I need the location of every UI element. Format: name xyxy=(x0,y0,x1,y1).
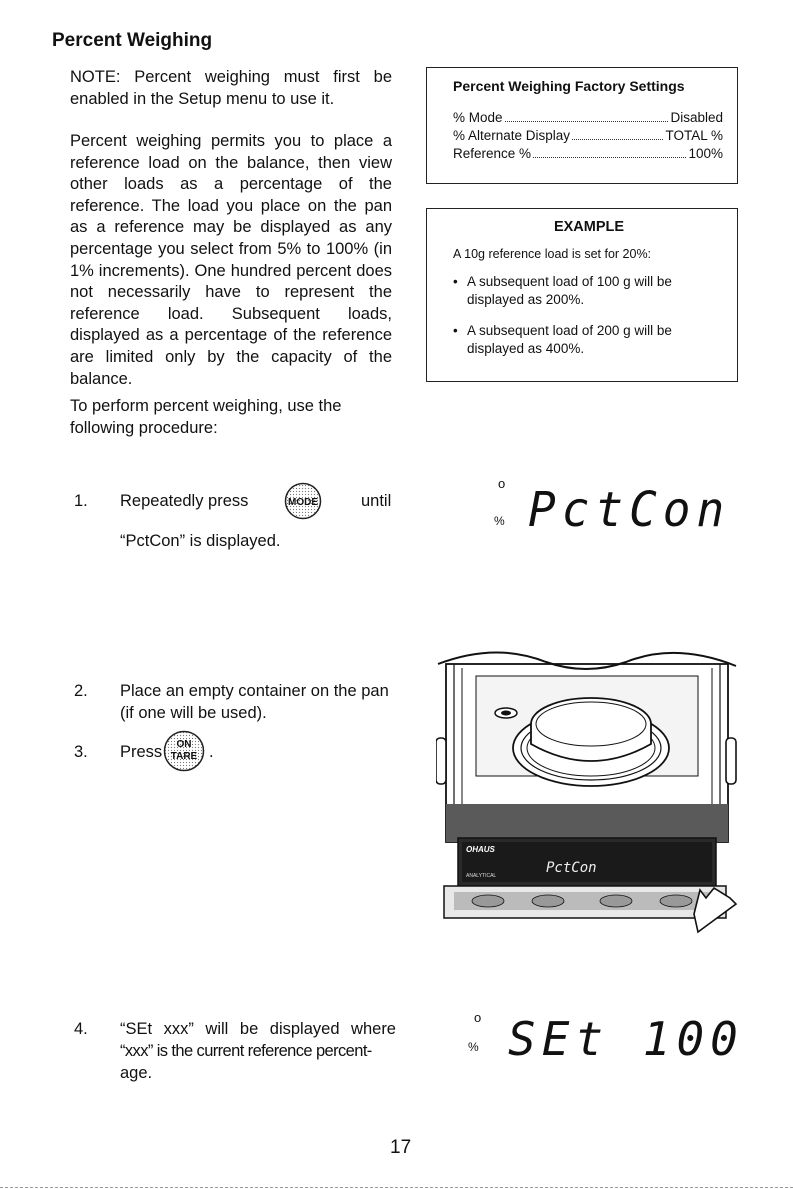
set-display: o % SEt 100 xyxy=(468,1010,738,1080)
step-text: Press xyxy=(120,743,163,761)
lcd-readout: PctCon xyxy=(528,480,731,538)
step-text: Place an empty container on the pan xyxy=(120,682,389,700)
step-text: “PctCon” is displayed. xyxy=(120,532,281,550)
step-text: (if one will be used). xyxy=(120,704,267,722)
setting-value: 100% xyxy=(688,146,723,161)
step-text: Repeatedly press xyxy=(120,492,249,510)
setting-label: % Alternate Display xyxy=(453,128,571,143)
balance-subtitle: ANALYTICAL xyxy=(466,873,496,879)
percent-indicator: % xyxy=(468,1040,479,1054)
footer-divider xyxy=(0,1187,793,1188)
example-bullet: •A subsequent load of 200 g will be disp… xyxy=(453,323,672,356)
step-2: 2. Place an empty container on the pan (… xyxy=(74,680,414,730)
stable-indicator: o xyxy=(498,476,506,491)
setting-label: Reference % xyxy=(453,146,532,161)
page-title: Percent Weighing xyxy=(52,30,213,51)
setting-row: % Mode Disabled xyxy=(453,109,723,127)
example-intro: A 10g reference load is set for 20%: xyxy=(453,247,652,261)
arrow-pointer-icon xyxy=(693,886,738,934)
example-bullet: •A subsequent load of 100 g will be disp… xyxy=(453,274,672,307)
lcd-readout: SEt 100 xyxy=(508,1012,744,1066)
factory-settings-title: Percent Weighing Factory Settings xyxy=(453,78,685,94)
setting-row: Reference % 100% xyxy=(453,145,723,163)
step-number: 4. xyxy=(74,1020,88,1038)
tare-label: TARE xyxy=(171,751,198,762)
step-4: 4. “SEt xxx” will be displayed where “xx… xyxy=(74,1018,404,1088)
factory-settings-box: Percent Weighing Factory Settings % Mode… xyxy=(426,67,738,184)
example-box: EXAMPLE A 10g reference load is set for … xyxy=(426,208,738,382)
on-tare-button-icon: ON TARE xyxy=(163,730,205,772)
note-paragraph: NOTE: Percent weighing must first be ena… xyxy=(70,68,392,108)
procedure-intro: To perform percent weighing, use the fol… xyxy=(70,397,342,437)
example-title: EXAMPLE xyxy=(553,219,625,235)
setting-value: Disabled xyxy=(670,110,723,125)
step-number: 2. xyxy=(74,682,88,700)
balance-illustration: OHAUS ANALYTICAL PctCon xyxy=(436,651,738,934)
brand-logo: OHAUS xyxy=(466,845,496,854)
step-text: “SEt xxx” will be displayed where xyxy=(120,1020,396,1038)
mode-button-icon: MODE xyxy=(284,482,322,520)
step-3: 3. Press . xyxy=(74,737,234,777)
pctcon-display: o % PctCon xyxy=(488,476,724,546)
step-number: 1. xyxy=(74,492,88,510)
stable-indicator: o xyxy=(474,1010,482,1025)
percent-indicator: % xyxy=(494,514,505,528)
step-text: age. xyxy=(120,1064,153,1082)
step-number: 3. xyxy=(74,743,88,761)
step-text: . xyxy=(209,743,214,761)
step-text: until xyxy=(361,492,392,510)
mode-button-label: MODE xyxy=(288,497,318,508)
setting-value: TOTAL % xyxy=(665,128,723,143)
setting-row: % Alternate Display TOTAL % xyxy=(453,127,723,145)
on-label: ON xyxy=(177,739,192,750)
intro-paragraph: Percent weighing permits you to place a … xyxy=(70,132,392,388)
page-number: 17 xyxy=(390,1137,412,1158)
setting-label: % Mode xyxy=(453,110,503,125)
step-text: “xxx” is the current reference percent- xyxy=(120,1042,372,1060)
step-1: 1. Repeatedly press until “PctCon” is di… xyxy=(74,490,404,550)
balance-readout: PctCon xyxy=(546,860,597,876)
